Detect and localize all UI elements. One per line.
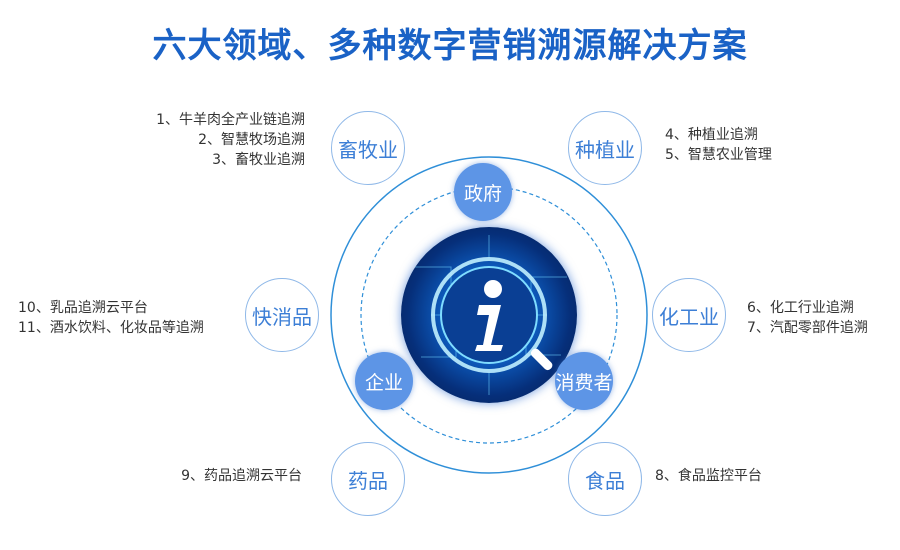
node-medicine: 药品 bbox=[331, 442, 405, 516]
center-info-disc bbox=[401, 227, 577, 403]
list-livestock: 1、牛羊肉全产业链追溯 2、智慧牧场追溯 3、畜牧业追溯 bbox=[156, 110, 305, 170]
list-medicine: 9、药品追溯云平台 bbox=[181, 466, 302, 486]
list-item: 3、畜牧业追溯 bbox=[212, 152, 305, 168]
list-item: 4、种植业追溯 bbox=[665, 127, 758, 143]
list-item: 1、牛羊肉全产业链追溯 bbox=[156, 112, 305, 128]
node-livestock: 畜牧业 bbox=[331, 111, 405, 185]
node-food: 食品 bbox=[568, 442, 642, 516]
list-planting: 4、种植业追溯 5、智慧农业管理 bbox=[665, 125, 772, 165]
list-item: 6、化工行业追溯 bbox=[747, 300, 854, 316]
node-planting: 种植业 bbox=[568, 111, 642, 185]
badge-government: 政府 bbox=[454, 163, 512, 221]
list-item: 2、智慧牧场追溯 bbox=[198, 132, 305, 148]
list-food: 8、食品监控平台 bbox=[655, 466, 762, 486]
list-fmcg: 10、乳品追溯云平台 11、酒水饮料、化妆品等追溯 bbox=[18, 298, 204, 338]
list-item: 8、食品监控平台 bbox=[655, 468, 762, 484]
list-item: 5、智慧农业管理 bbox=[665, 147, 772, 163]
list-item: 9、药品追溯云平台 bbox=[181, 468, 302, 484]
badge-consumer: 消费者 bbox=[555, 352, 613, 410]
info-i-icon bbox=[411, 235, 567, 395]
badge-enterprise: 企业 bbox=[355, 352, 413, 410]
list-chemical: 6、化工行业追溯 7、汽配零部件追溯 bbox=[747, 298, 868, 338]
list-item: 10、乳品追溯云平台 bbox=[18, 300, 148, 316]
list-item: 7、汽配零部件追溯 bbox=[747, 320, 868, 336]
node-fmcg: 快消品 bbox=[245, 278, 319, 352]
list-item: 11、酒水饮料、化妆品等追溯 bbox=[18, 320, 204, 336]
node-chemical: 化工业 bbox=[652, 278, 726, 352]
page-title: 六大领域、多种数字营销溯源解决方案 bbox=[152, 26, 748, 66]
